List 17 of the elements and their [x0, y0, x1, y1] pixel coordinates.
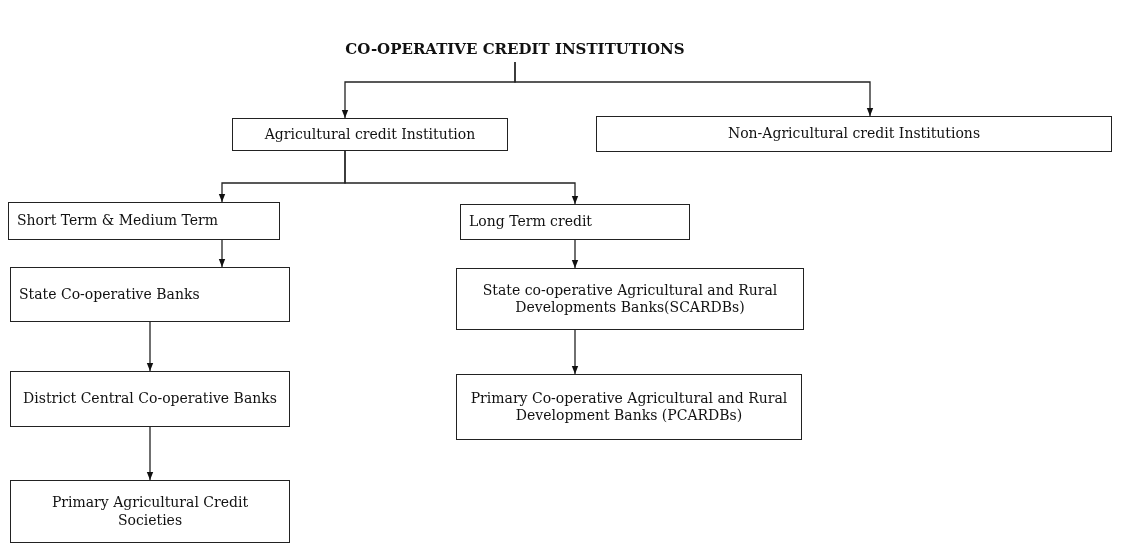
process-box: Long Term credit — [460, 204, 690, 240]
arrow — [146, 321, 154, 372]
arrow — [571, 239, 579, 269]
process-box: Agricultural credit Institution — [232, 118, 508, 151]
arrow — [514, 61, 874, 117]
arrow — [571, 329, 579, 375]
arrow — [344, 150, 579, 205]
arrow — [218, 239, 226, 268]
process-box: Non-Agricultural credit Institutions — [596, 116, 1112, 152]
process-box: Primary Agricultural Credit Societies — [10, 480, 290, 543]
process-box: State Co-operative Banks — [10, 267, 290, 322]
diagram-title: CO-OPERATIVE CREDIT INSTITUTIONS — [320, 36, 710, 62]
process-box: Primary Co-operative Agricultural and Rural Development Banks (PCARDBs) — [456, 374, 802, 440]
process-box: State co-operative Agricultural and Rural Developments Banks(SCARDBs) — [456, 268, 804, 330]
arrow — [146, 426, 154, 481]
process-box: District Central Co-operative Banks — [10, 371, 290, 427]
process-box: Short Term & Medium Term — [8, 202, 280, 240]
